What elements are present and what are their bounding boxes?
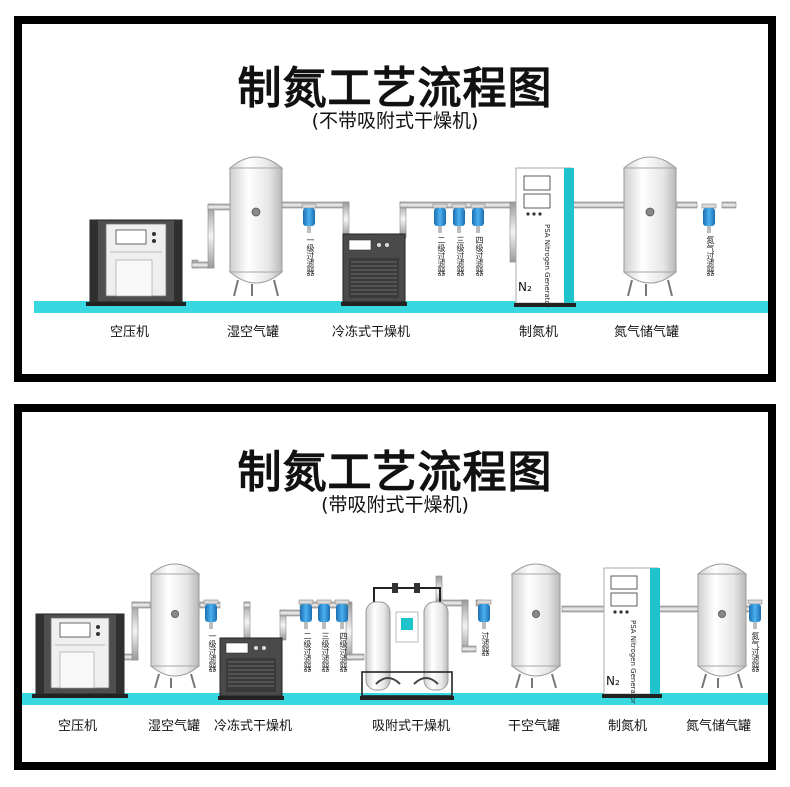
filter-label-2: 二级过滤器 <box>303 632 312 672</box>
filter-stage-2 <box>432 203 448 234</box>
flow-diagram <box>22 563 768 705</box>
ground-line <box>34 301 768 313</box>
filter-stage-4 <box>470 203 486 234</box>
nitrogen-storage-tank <box>623 156 677 297</box>
filter-label-nitrogen: 氮气过滤器 <box>706 236 715 276</box>
generator-n2-badge: N₂ <box>518 280 532 294</box>
nitrogen-storage-tank <box>697 563 747 689</box>
filter-label-2: 二级过滤器 <box>437 236 446 276</box>
label-wet-tank: 湿空气罐 <box>227 325 280 340</box>
filter-nitrogen <box>701 203 717 234</box>
label-wet-tank: 湿空气罐 <box>148 719 201 734</box>
panel-subtitle: (不带吸附式干燥机) <box>311 110 479 132</box>
filter-label-nitrogen: 氮气过滤器 <box>751 632 760 672</box>
air-compressor <box>32 613 128 698</box>
filter-label-4: 四级过滤器 <box>339 632 348 672</box>
filter-label-1: 一级过滤器 <box>306 236 315 276</box>
filter-label-4: 四级过滤器 <box>475 236 484 276</box>
filter-stage-1 <box>301 203 317 234</box>
panel-title: 制氮工艺流程图 <box>237 447 553 498</box>
label-compressor: 空压机 <box>58 719 98 734</box>
dry-air-tank <box>511 563 561 689</box>
process-diagram-with-adsorption-dryer: 制氮工艺流程图 (带吸附式干燥机) <box>14 404 776 770</box>
generator-model-text: PSA Nitrogen Generator <box>543 224 551 308</box>
label-dry-tank: 干空气罐 <box>508 719 561 734</box>
label-nitrogen-generator: 制氮机 <box>519 325 559 340</box>
flow-diagram <box>34 156 768 313</box>
label-nitrogen-generator: 制氮机 <box>608 719 648 734</box>
filter-label-after-dryer: 过滤器 <box>481 632 490 656</box>
filter-label-3: 三级过滤器 <box>456 236 465 276</box>
refrigerated-dryer <box>218 637 284 700</box>
label-adsorption-dryer: 吸附式干燥机 <box>372 719 451 734</box>
generator-n2-badge: N₂ <box>606 674 620 688</box>
label-nitrogen-tank: 氮气储气罐 <box>686 719 752 734</box>
wet-air-tank <box>229 156 283 297</box>
panel-subtitle: (带吸附式干燥机) <box>321 494 469 516</box>
wet-air-tank <box>150 563 200 689</box>
label-nitrogen-tank: 氮气储气罐 <box>614 325 680 340</box>
filter-label-1: 一级过滤器 <box>208 632 217 672</box>
label-refrigerated-dryer: 冷冻式干燥机 <box>332 325 411 340</box>
label-refrigerated-dryer: 冷冻式干燥机 <box>214 719 293 734</box>
adsorption-dryer <box>360 583 454 700</box>
nitrogen-generator <box>514 167 576 307</box>
panel-title: 制氮工艺流程图 <box>237 63 553 114</box>
process-diagram-without-adsorption-dryer: 制氮工艺流程图 (不带吸附式干燥机) <box>14 16 776 382</box>
nitrogen-generator <box>602 567 662 698</box>
filter-nitrogen <box>747 599 763 630</box>
label-compressor: 空压机 <box>110 325 150 340</box>
filter-stage-3 <box>451 203 467 234</box>
filter-label-3: 三级过滤器 <box>321 632 330 672</box>
air-compressor <box>86 219 186 306</box>
generator-model-text: PSA Nitrogen Generator <box>629 620 637 704</box>
refrigerated-dryer <box>341 233 407 306</box>
